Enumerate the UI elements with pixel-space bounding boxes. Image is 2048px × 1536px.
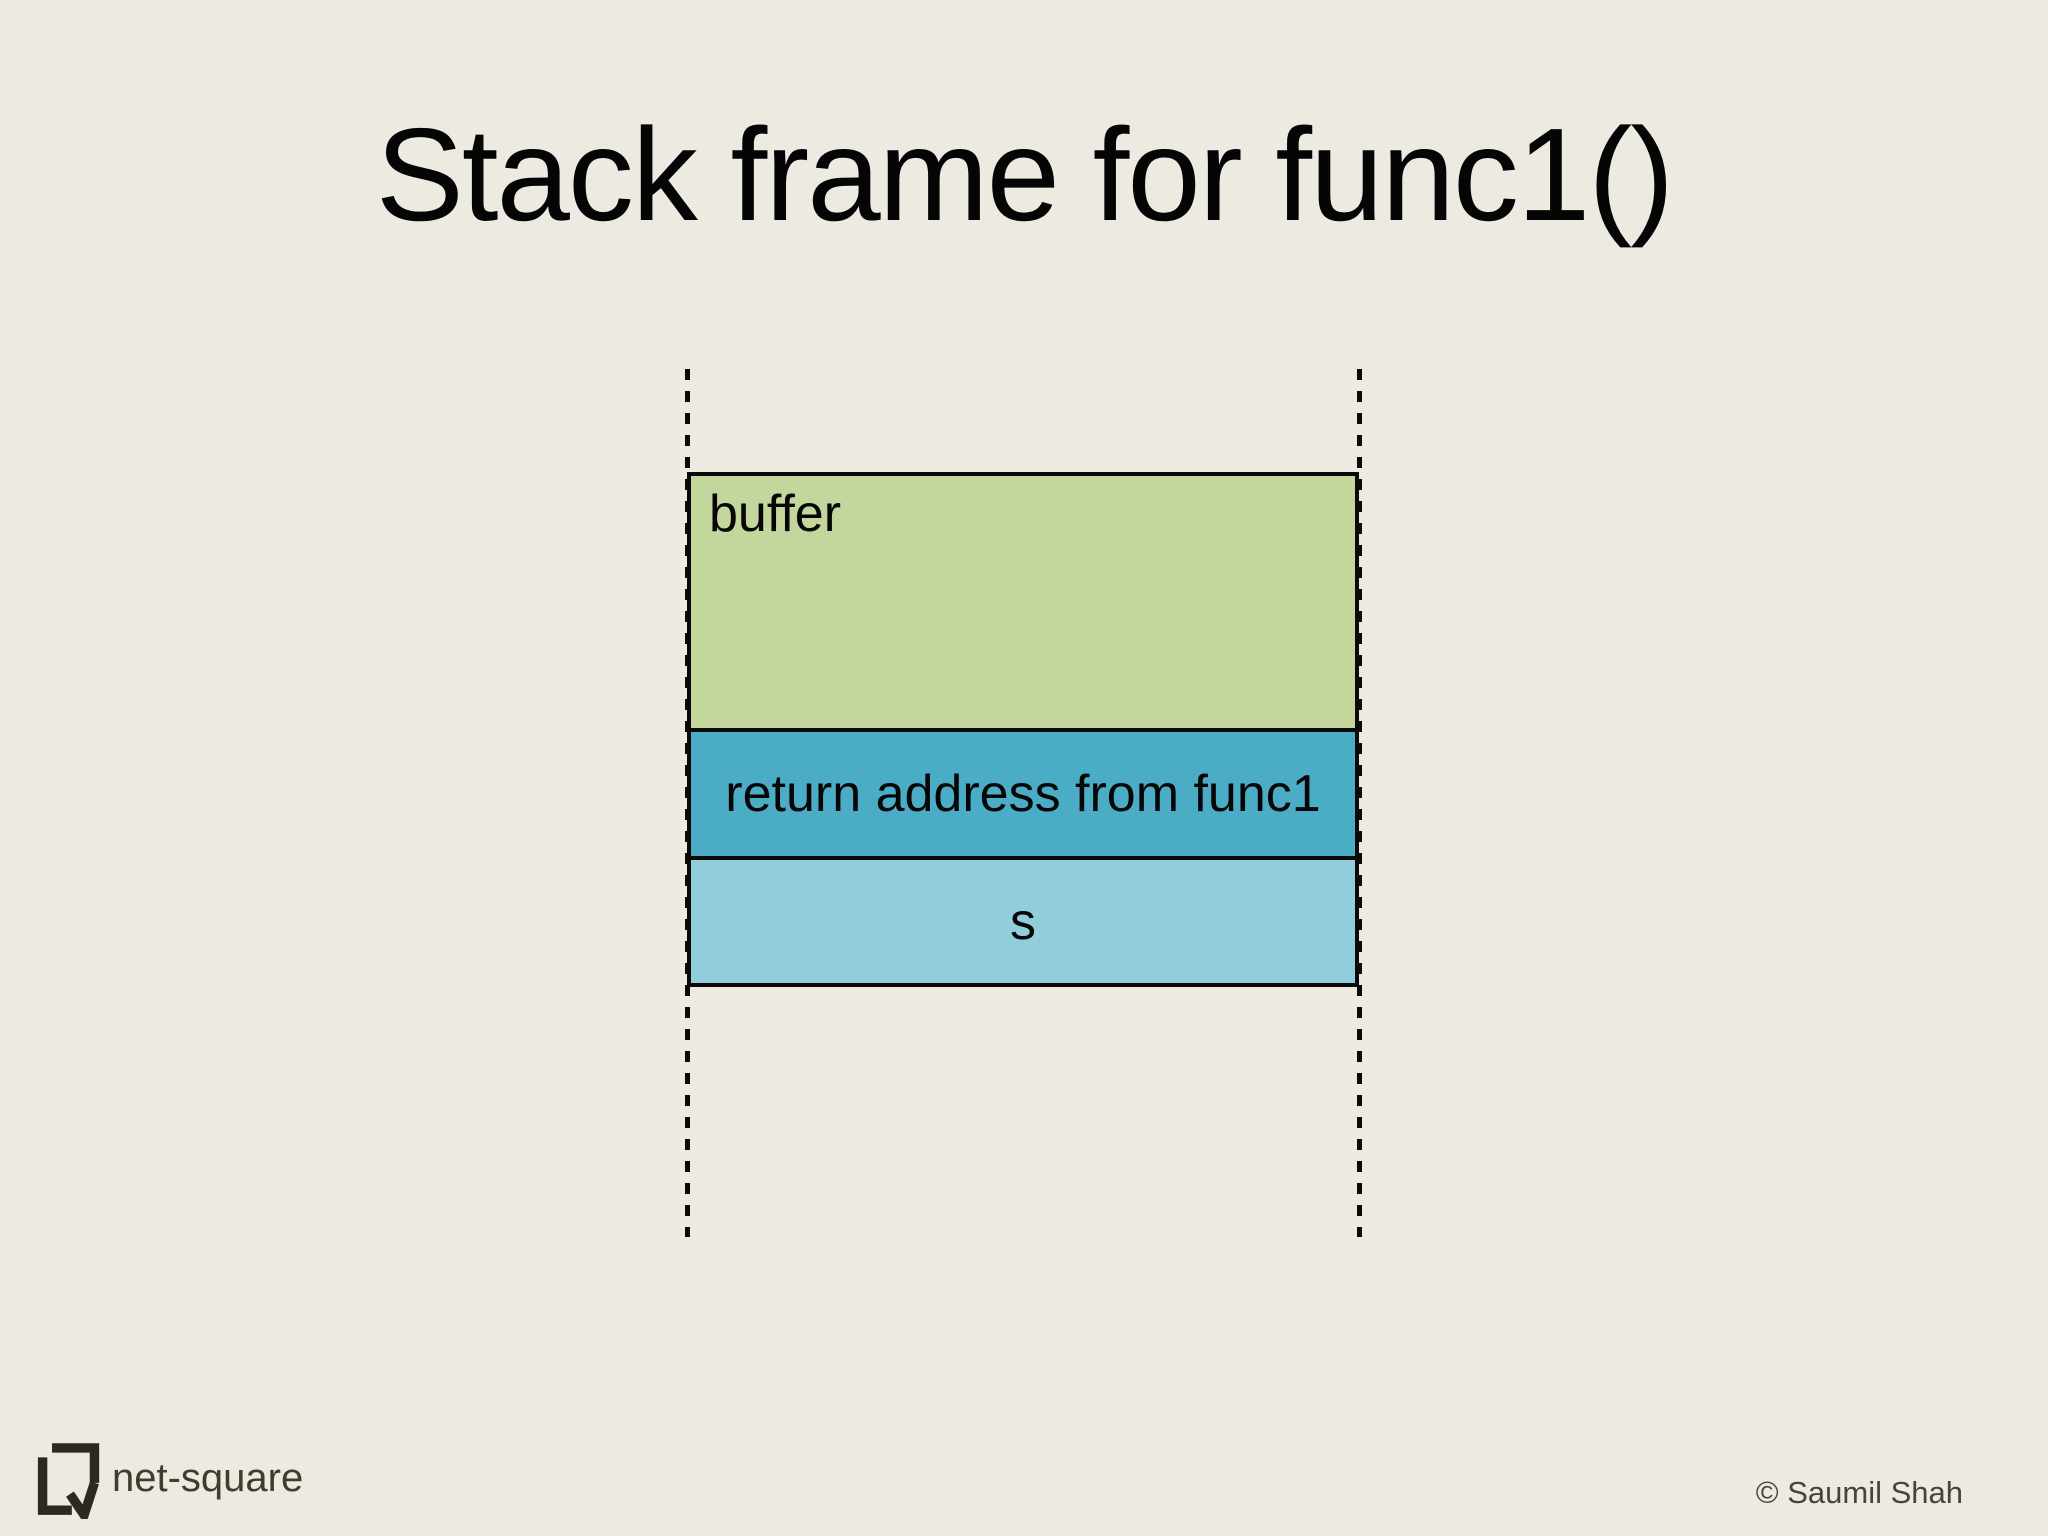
box-s-label: s <box>1010 892 1036 951</box>
box-buffer: buffer <box>687 472 1359 732</box>
box-s: s <box>687 856 1359 987</box>
stack-boxes: buffer return address from func1 s <box>687 472 1359 987</box>
slide-title: Stack frame for func1() <box>375 101 1674 248</box>
brand-text: net-square <box>112 1456 304 1500</box>
box-return-address-label: return address from func1 <box>725 765 1321 823</box>
copyright-text: © Saumil Shah <box>1755 1475 1963 1510</box>
box-buffer-label: buffer <box>709 485 842 543</box>
dashed-guide-line-right <box>1357 369 1362 1237</box>
box-return-address: return address from func1 <box>687 728 1359 860</box>
net-square-logo-icon <box>36 1441 102 1526</box>
